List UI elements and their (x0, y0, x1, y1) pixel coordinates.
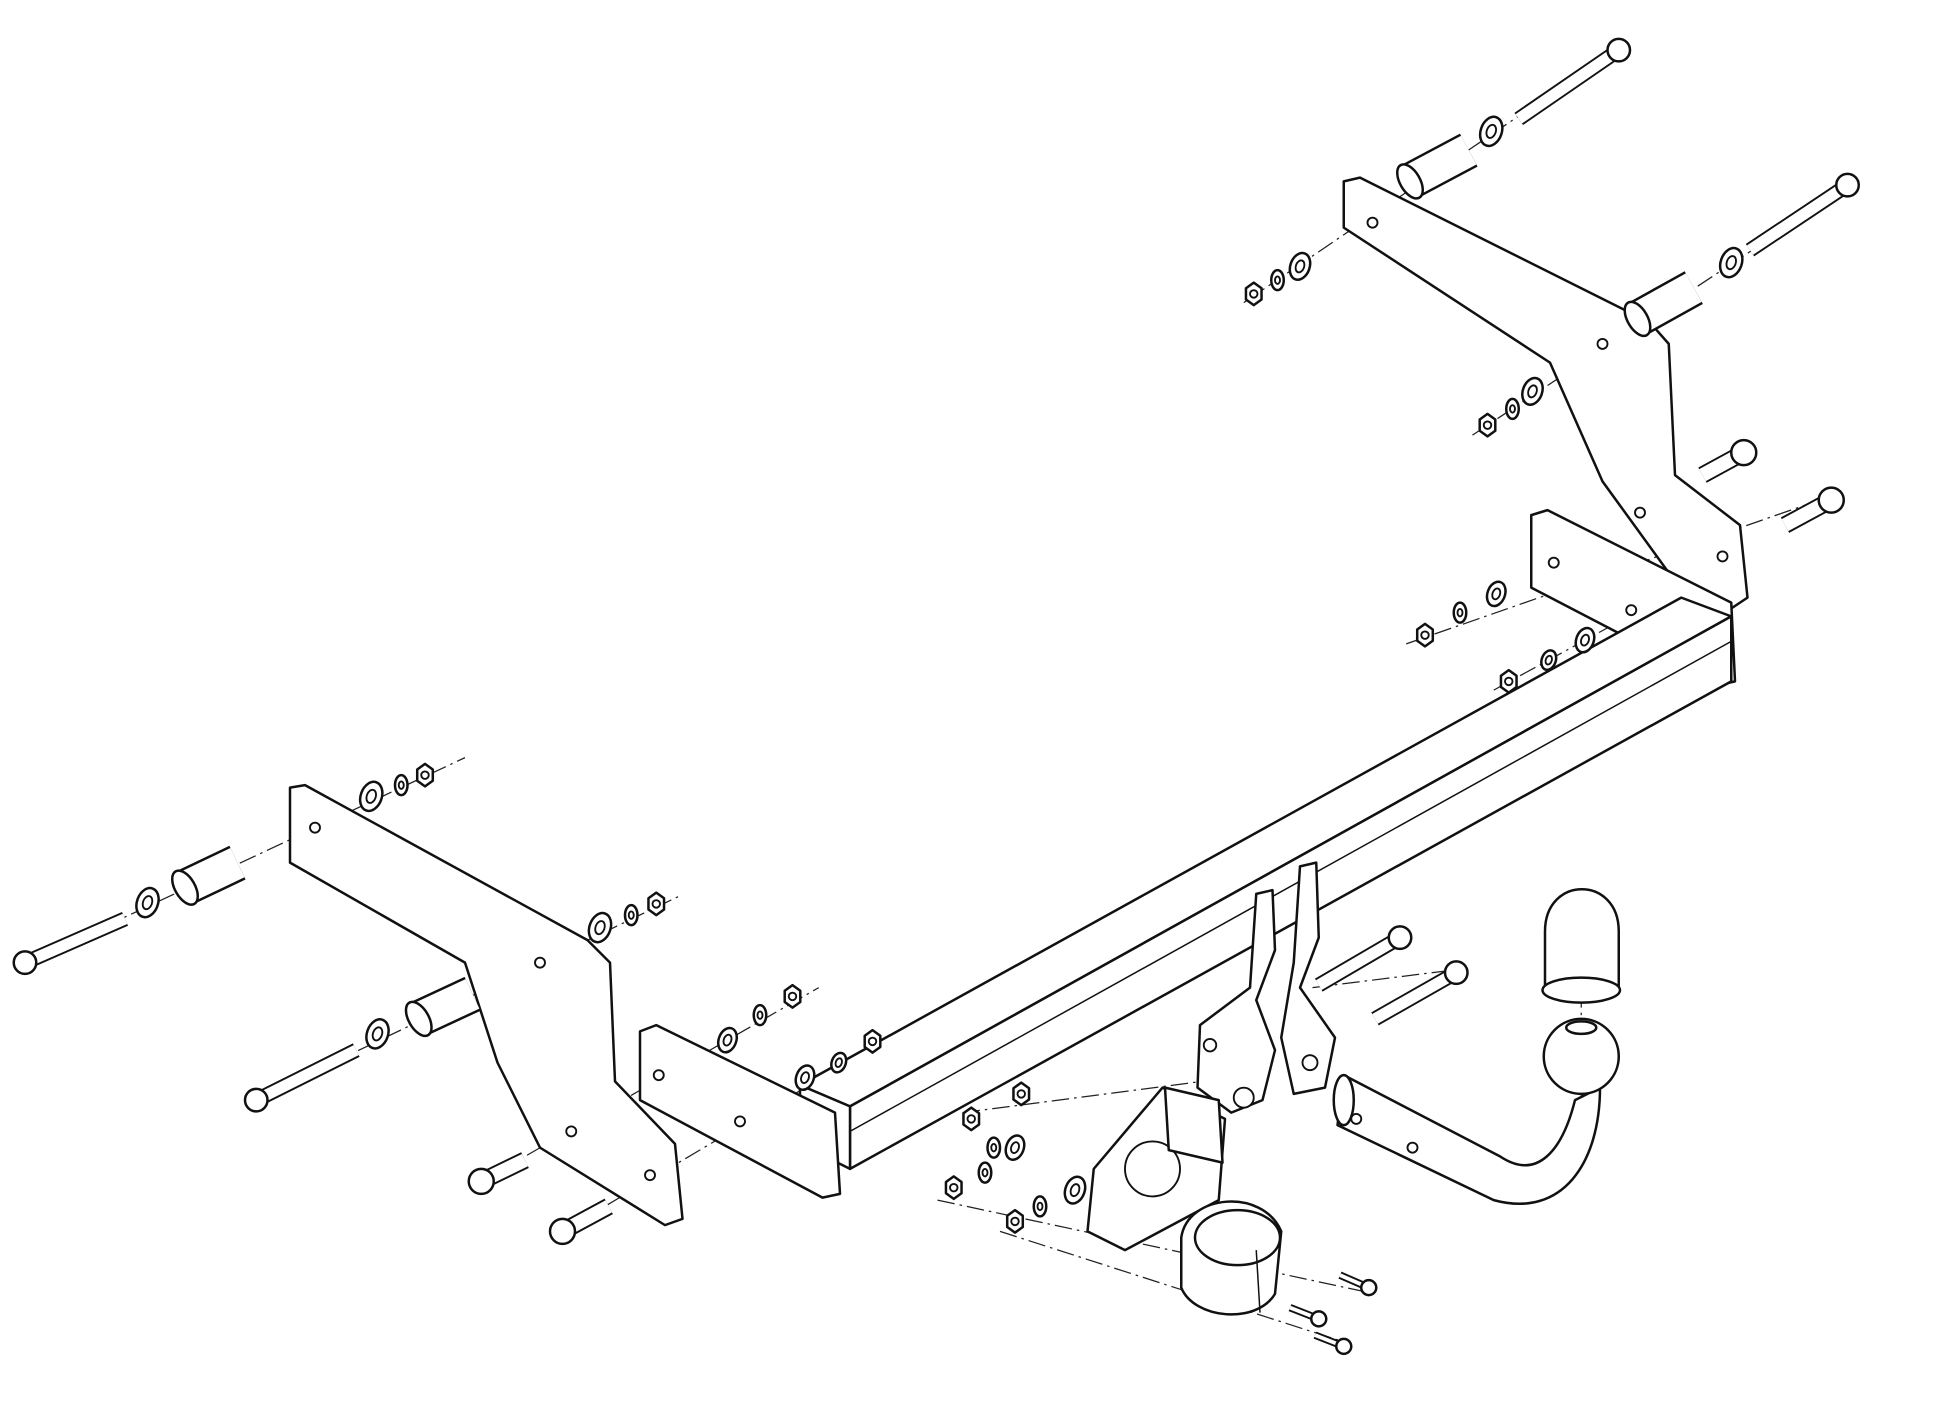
spacer (404, 976, 481, 1038)
nut (647, 891, 666, 917)
washer (1004, 1134, 1026, 1161)
washer (830, 1051, 848, 1074)
bolt (243, 1043, 360, 1113)
left-side-bracket (288, 783, 684, 1227)
bolt (1288, 1304, 1328, 1328)
lock-washer (393, 773, 409, 797)
nut (1012, 1081, 1031, 1107)
bolt (1314, 925, 1413, 992)
ball-mount-plates (1196, 861, 1337, 1114)
lock-washer (1270, 268, 1285, 292)
washer (794, 1064, 816, 1091)
socket-plate (1086, 1086, 1227, 1252)
washer (716, 1026, 739, 1054)
washer (1478, 115, 1504, 148)
nut (1478, 412, 1497, 438)
bolt (1514, 37, 1632, 126)
washer (1521, 376, 1544, 406)
bolt (1745, 172, 1860, 257)
nut (863, 1028, 882, 1054)
lock-washer (1452, 601, 1468, 624)
bolt (1780, 486, 1845, 533)
spacer (1395, 133, 1478, 200)
nut (415, 762, 435, 788)
lock-washer (1032, 1195, 1048, 1218)
bolt (1371, 960, 1469, 1026)
bolt (12, 912, 129, 976)
washer (1288, 251, 1312, 281)
bolt (1313, 1331, 1353, 1356)
lock-washer (1505, 397, 1520, 421)
left-end-plate (638, 1023, 842, 1199)
ball-cap (1541, 887, 1622, 1004)
washer (587, 911, 613, 944)
spacer (1623, 271, 1703, 338)
fasteners (12, 37, 1860, 1356)
washer (1063, 1175, 1087, 1205)
bolt (1338, 1271, 1378, 1297)
lock-washer (623, 903, 639, 927)
bolt (467, 1152, 529, 1196)
washer (1540, 649, 1558, 672)
nut (1415, 622, 1435, 648)
washer (135, 886, 160, 919)
nut (1005, 1208, 1025, 1234)
nut (944, 1175, 963, 1201)
washer (1718, 246, 1744, 279)
electrical-socket (1180, 1200, 1283, 1316)
spacer (170, 845, 246, 906)
lock-washer (977, 1161, 993, 1184)
washer (1574, 626, 1596, 654)
nut (783, 983, 802, 1009)
lock-washer (986, 1136, 1002, 1159)
washer (365, 1018, 390, 1050)
bolt (1698, 438, 1758, 483)
lock-washer (752, 1003, 768, 1027)
nut (1244, 281, 1263, 307)
bolt (548, 1198, 613, 1246)
washer (1485, 580, 1507, 608)
nut (962, 1106, 981, 1132)
tow-ball (1542, 1017, 1620, 1096)
tow-ball-neck (1332, 1073, 1602, 1206)
nut (1499, 668, 1518, 694)
washer (358, 780, 384, 813)
